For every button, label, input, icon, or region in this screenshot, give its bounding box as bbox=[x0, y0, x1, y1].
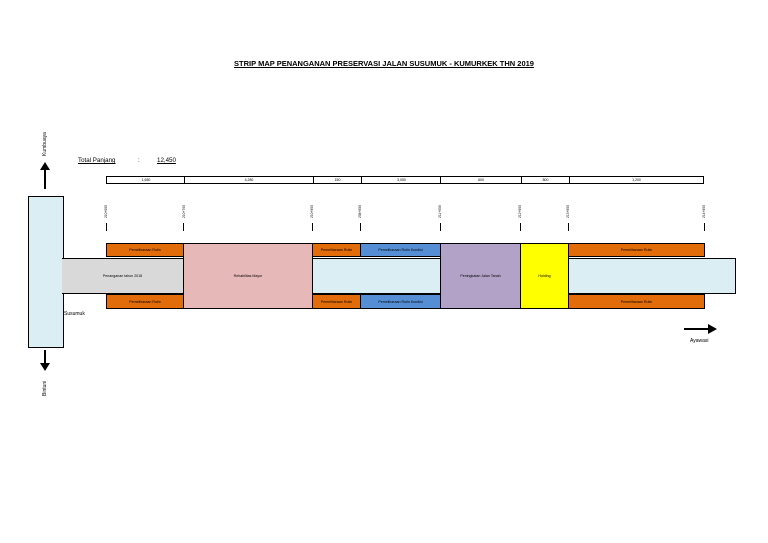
lower-lane-segment: Pemeliharaan Rutin bbox=[312, 294, 361, 309]
middle-lane-segment: Holding bbox=[520, 243, 569, 309]
station-label: 211+900 bbox=[438, 205, 442, 218]
town-label-start: Susumuk bbox=[64, 311, 85, 317]
middle-lane-segment: Peningkatan Jalan Tanah bbox=[440, 243, 521, 309]
station-label: 208+950 bbox=[358, 205, 362, 218]
arrow-up-icon bbox=[40, 162, 50, 189]
upper-lane-segment: Pemeliharaan Rutin bbox=[106, 243, 184, 257]
station-tick bbox=[568, 223, 569, 231]
junction-road bbox=[28, 196, 64, 348]
station-label: 210+900 bbox=[310, 205, 314, 218]
middle-lane-segment bbox=[312, 258, 441, 294]
town-label-bottom: Bintuni bbox=[42, 380, 48, 396]
segment-length-bar: 1,650 4,280 150 3,050 600 800 1,200 bbox=[106, 176, 704, 184]
segment-length: 3,050 bbox=[361, 177, 441, 183]
page-title: STRIP MAP PENANGANAN PRESERVASI JALAN SU… bbox=[234, 59, 534, 68]
segment-length: 1,650 bbox=[141, 178, 151, 182]
station-tick bbox=[106, 223, 107, 231]
station-label: 214+900 bbox=[702, 205, 706, 218]
middle-lane-segment: Penanganan tahun 2018 bbox=[62, 258, 184, 294]
total-length-label: Total Panjang bbox=[78, 157, 116, 164]
station-label: 213+900 bbox=[566, 205, 570, 218]
upper-lane-segment: Pemeliharaan Rutin bbox=[312, 243, 361, 257]
middle-lane-segment bbox=[568, 258, 736, 294]
station-label: 212+900 bbox=[518, 205, 522, 218]
upper-lane-segment: Pemeliharaan Rutin bbox=[568, 243, 705, 257]
town-label-end: Ayawasi bbox=[690, 338, 709, 344]
segment-length: 1,200 bbox=[569, 177, 703, 183]
arrow-right-icon bbox=[684, 324, 717, 334]
station-tick bbox=[704, 223, 705, 231]
station-tick bbox=[440, 223, 441, 231]
town-label-top: Kumbuaya bbox=[42, 132, 48, 156]
lower-lane-segment: Pemeliharaan Rutin Kondisi bbox=[360, 294, 441, 309]
upper-lane-segment: Pemeliharaan Rutin Kondisi bbox=[360, 243, 441, 257]
station-tick bbox=[312, 223, 313, 231]
station-label: 210+000 bbox=[104, 205, 108, 218]
station-tick bbox=[360, 223, 361, 231]
lower-lane-segment: Pemeliharaan Rutin bbox=[106, 294, 184, 309]
segment-length: 4,280 bbox=[184, 177, 313, 183]
total-length-value: 12,450 bbox=[157, 157, 176, 164]
total-length-separator: : bbox=[138, 157, 140, 164]
station-tick bbox=[183, 223, 184, 231]
station-label: 210+700 bbox=[182, 205, 186, 218]
station-tick bbox=[520, 223, 521, 231]
segment-length: 800 bbox=[521, 177, 569, 183]
middle-lane-segment: Rehabilitas Mayor bbox=[183, 243, 313, 309]
arrow-down-icon bbox=[40, 350, 50, 371]
segment-length: 150 bbox=[313, 177, 361, 183]
lower-lane-segment: Pemeliharaan Rutin bbox=[568, 294, 705, 309]
segment-length: 600 bbox=[440, 177, 521, 183]
